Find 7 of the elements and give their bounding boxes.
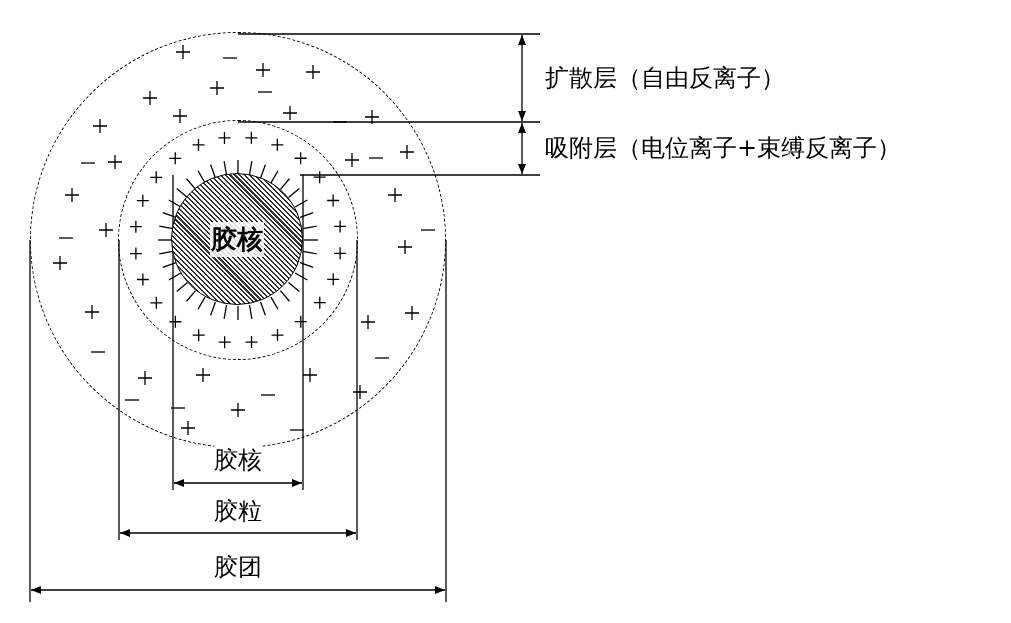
core-label: 胶核 (210, 221, 265, 257)
dimension-label: 胶团 (214, 553, 262, 581)
layer-label: 吸附层（电位离子+束缚反离子） (545, 134, 902, 162)
dimension-label: 胶核 (214, 446, 262, 474)
layer-label: 扩散层（自由反离子） (545, 64, 785, 92)
dimension-label: 胶粒 (214, 497, 262, 525)
colloid-core-circle (171, 173, 304, 306)
